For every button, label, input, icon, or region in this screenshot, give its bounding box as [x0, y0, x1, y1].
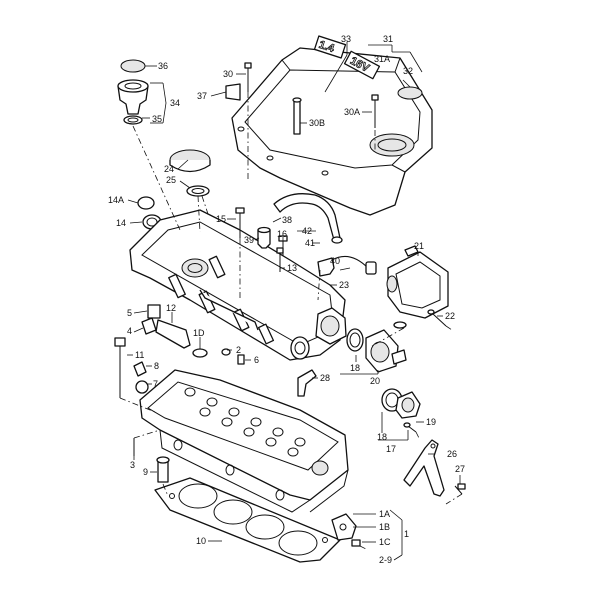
label-11: 11 — [135, 350, 144, 360]
label-5: 5 — [127, 308, 132, 318]
label-15: 15 — [216, 214, 226, 224]
label-9: 9 — [143, 467, 148, 477]
label-40: 40 — [330, 256, 340, 266]
label-1C: 1C — [379, 537, 391, 547]
label-19: 19 — [426, 417, 436, 427]
label-3: 3 — [130, 460, 135, 470]
assembly-centerlines — [119, 92, 463, 551]
coolant-flange-17 — [381, 388, 421, 433]
label-18-upper: 18 — [350, 363, 360, 373]
label-16: 16 — [277, 229, 287, 239]
leader-lines — [127, 42, 461, 561]
control-housing-21 — [386, 245, 449, 329]
label-26: 26 — [447, 449, 457, 459]
label-20: 20 — [370, 376, 380, 386]
label-4: 4 — [127, 326, 132, 336]
label-17: 17 — [386, 444, 396, 454]
label-30A: 30A — [344, 107, 360, 117]
oil-filler-cap — [169, 149, 211, 197]
label-2: 2 — [236, 345, 241, 355]
label-23: 23 — [339, 280, 349, 290]
label-34: 34 — [170, 98, 180, 108]
label-2-9: 2-9 — [379, 555, 392, 565]
label-14A: 14A — [108, 195, 124, 205]
label-31A: 31A — [374, 54, 390, 64]
bracket-1 — [331, 513, 361, 547]
label-7: 7 — [153, 379, 158, 389]
label-41: 41 — [305, 238, 315, 248]
label-30B: 30B — [309, 118, 325, 128]
small-parts-left — [114, 304, 245, 483]
label-1B: 1B — [379, 522, 390, 532]
label-37: 37 — [197, 91, 207, 101]
label-1: 1 — [404, 529, 409, 539]
label-24: 24 — [164, 164, 174, 174]
label-36: 36 — [158, 61, 168, 71]
bracket-28 — [297, 369, 317, 397]
label-6: 6 — [254, 355, 259, 365]
cylinder-head-cover — [129, 209, 347, 361]
label-31: 31 — [383, 34, 393, 44]
small-parts-upper — [235, 193, 377, 277]
label-14: 14 — [116, 218, 126, 228]
label-28: 28 — [320, 373, 330, 383]
label-38: 38 — [282, 215, 292, 225]
label-1A: 1A — [379, 509, 390, 519]
oil-filler-neck-assembly — [117, 59, 149, 125]
label-22: 22 — [445, 311, 455, 321]
label-10: 10 — [196, 536, 206, 546]
label-35: 35 — [152, 114, 162, 124]
head-gasket — [154, 477, 341, 563]
label-32: 32 — [403, 66, 413, 76]
label-39: 39 — [244, 235, 254, 245]
coolant-flange-20 — [346, 328, 407, 373]
cylinder-head — [139, 369, 349, 513]
label-18-lower: 18 — [377, 432, 387, 442]
label-1D: 1D — [193, 328, 205, 338]
label-33: 33 — [341, 34, 351, 44]
label-8: 8 — [154, 361, 159, 371]
label-13: 13 — [287, 263, 297, 273]
label-27: 27 — [455, 464, 465, 474]
engine-cover: 1.4 16V — [225, 35, 433, 216]
label-25: 25 — [166, 175, 176, 185]
label-21: 21 — [414, 241, 424, 251]
part-labels: 36 34 35 37 30 33 31 31A 32 30A 30B 24 2… — [108, 34, 465, 565]
label-12: 12 — [166, 303, 176, 313]
label-42: 42 — [302, 226, 312, 236]
cover-text-displacement: 1.4 — [317, 39, 336, 55]
label-30: 30 — [223, 69, 233, 79]
